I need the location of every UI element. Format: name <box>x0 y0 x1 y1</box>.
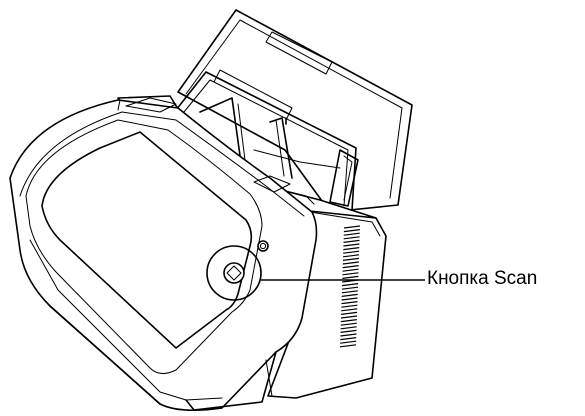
vent-slot <box>343 229 360 233</box>
vent-slot <box>341 304 358 308</box>
vent-slot <box>341 286 359 290</box>
vent-slot <box>342 254 360 258</box>
vent-slot <box>343 225 361 229</box>
vent-slot <box>341 293 358 297</box>
vent-slot <box>341 301 358 305</box>
vent-slot <box>343 239 360 243</box>
vent-slot <box>342 275 359 279</box>
vent-slot <box>339 344 357 348</box>
vent-slot <box>342 268 359 272</box>
vent-slot <box>340 319 357 323</box>
ventilation-grille <box>339 225 361 348</box>
power-button[interactable] <box>257 240 269 252</box>
vent-slot <box>340 337 357 341</box>
vent-slot <box>340 340 357 344</box>
vent-slot <box>342 265 359 269</box>
vent-slot <box>343 232 360 236</box>
scan-button-callout-label: Кнопка Scan <box>427 268 538 289</box>
vent-slot <box>343 250 360 254</box>
vent-slot <box>342 257 359 261</box>
vent-slot <box>343 247 360 251</box>
vent-slot <box>342 283 359 287</box>
vent-slot <box>340 333 357 337</box>
touch-screen <box>41 131 253 350</box>
vent-slot <box>342 272 359 276</box>
vent-slot <box>340 322 357 326</box>
vent-slot <box>342 279 359 283</box>
vent-slot <box>342 261 359 265</box>
paper-chute <box>175 9 413 213</box>
vent-slot <box>341 311 358 315</box>
vent-slot <box>340 315 358 319</box>
vent-slot <box>341 290 358 294</box>
vent-slot <box>340 329 357 333</box>
vent-slot <box>340 326 357 330</box>
scan-button[interactable] <box>206 245 262 301</box>
vent-slot <box>343 236 360 240</box>
vent-slot <box>341 297 358 301</box>
vent-slot <box>343 243 360 247</box>
vent-slot <box>341 308 358 312</box>
